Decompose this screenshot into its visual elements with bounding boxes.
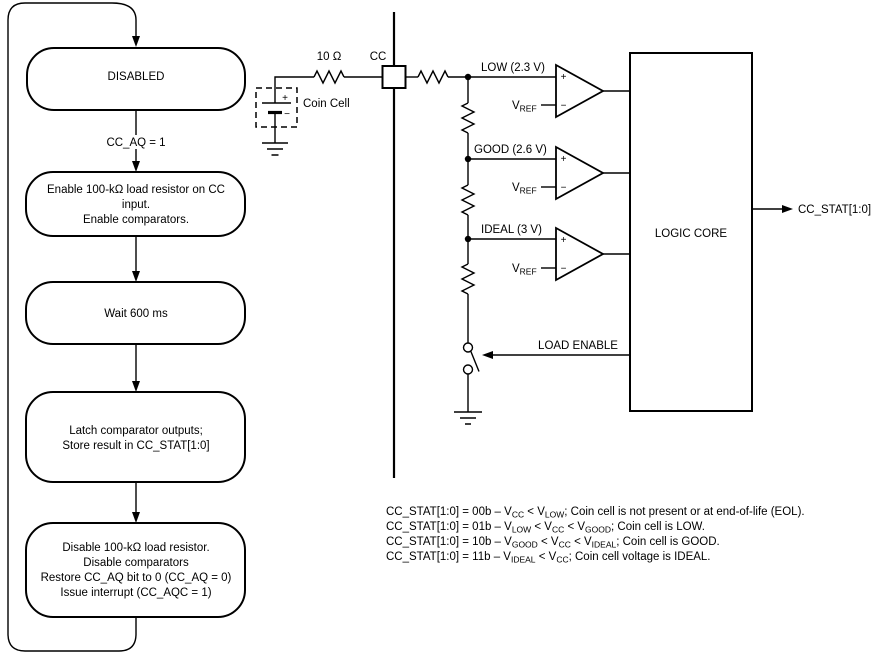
threshold-label-low: LOW (2.3 V) <box>481 62 545 74</box>
flow-arrowhead-icon <box>132 381 140 392</box>
comparator-icon <box>555 226 605 282</box>
flow-step-disable-line2: Disable comparators <box>83 557 189 569</box>
series-resistor-label: 10 Ω <box>317 51 342 63</box>
circuit-schematic: + − Coin Cell 10 Ω CC <box>255 12 871 478</box>
cc-stat-arrowhead-icon <box>782 205 793 213</box>
comparator-ideal: + − VREF <box>512 226 630 282</box>
cc-pin-box <box>381 65 407 89</box>
flow-step-enable-line2: input. <box>122 199 150 211</box>
transition-label-bg <box>102 135 170 149</box>
battery-wire <box>274 76 314 103</box>
load-enable-arrowhead-icon <box>482 351 493 359</box>
cc-pin-label: CC <box>370 51 387 63</box>
flow-step-enable-line3: Enable comparators. <box>83 214 189 226</box>
flow-step-enable-line1: Enable 100-kΩ load resistor on CC <box>47 184 225 196</box>
flow-step-latch-line1: Latch comparator outputs; <box>69 425 203 437</box>
comparator-low: + − VREF <box>512 63 630 119</box>
feedback-arrowhead-icon <box>132 36 140 47</box>
junction-dot <box>464 73 472 81</box>
notes: CC_STAT[1:0] = 00b – VCC < VLOW; Coin ce… <box>386 506 805 565</box>
divider-resistor-icon <box>460 184 476 216</box>
transition-label: CC_AQ = 1 <box>106 137 165 149</box>
vref-label: VREF <box>512 100 537 114</box>
battery-dashed-outline <box>255 87 298 128</box>
flow-step-latch-box <box>25 391 246 483</box>
flow-step-disable-line4: Issue interrupt (CC_AQC = 1) <box>60 587 211 599</box>
flow-arrowhead-icon <box>132 512 140 523</box>
flow-step-disable-line1: Disable 100-kΩ load resistor. <box>62 542 209 554</box>
junction-dot <box>464 155 472 163</box>
note-line-1: CC_STAT[1:0] = 00b – VCC < VLOW; Coin ce… <box>386 506 805 520</box>
internal-resistor-icon <box>417 69 449 85</box>
flow-step-latch-line2: Store result in CC_STAT[1:0] <box>62 440 209 452</box>
threshold-label-good: GOOD (2.6 V) <box>474 144 547 156</box>
ground-icon <box>454 411 482 425</box>
load-enable-label: LOAD ENABLE <box>538 340 618 352</box>
flow-step-disable-line3: Restore CC_AQ bit to 0 (CC_AQ = 0) <box>41 572 232 584</box>
flow-step-wait-label: Wait 600 ms <box>104 308 168 320</box>
flowchart: DISABLED CC_AQ = 1 Enable 100-kΩ load re… <box>7 2 246 652</box>
flow-step-disable-box <box>25 522 246 618</box>
comparator-minus-sign: − <box>561 183 567 194</box>
divider-resistor-icon <box>460 102 476 134</box>
comparator-icon <box>555 145 605 201</box>
flow-step-disabled-label: DISABLED <box>108 71 165 83</box>
series-resistor-icon <box>313 69 345 85</box>
divider-resistor-icon <box>460 263 476 295</box>
vref-label: VREF <box>512 263 537 277</box>
comparator-minus-sign: − <box>561 101 567 112</box>
note-line-4: CC_STAT[1:0] = 11b – VIDEAL < VCC; Coin … <box>386 551 711 565</box>
flow-arrowhead-icon <box>132 161 140 172</box>
comparator-minus-sign: − <box>561 264 567 275</box>
note-line-3: CC_STAT[1:0] = 10b – VGOOD < VCC < VIDEA… <box>386 536 720 550</box>
logic-core-box <box>629 52 753 412</box>
logic-core-label: LOGIC CORE <box>655 228 728 240</box>
feedback-loop-line <box>7 2 137 652</box>
resistor-divider <box>460 73 556 343</box>
cc-stat-output-label: CC_STAT[1:0] <box>798 204 871 216</box>
ground-icon <box>262 142 288 156</box>
comparator-plus-sign: + <box>561 154 567 165</box>
comparator-icon <box>555 63 605 119</box>
threshold-label-ideal: IDEAL (3 V) <box>481 224 542 236</box>
comparator-plus-sign: + <box>561 72 567 83</box>
note-line-2: CC_STAT[1:0] = 01b – VLOW < VCC < VGOOD;… <box>386 521 705 535</box>
battery-plus-sign: + <box>282 93 288 104</box>
coin-cell-label: Coin Cell <box>303 98 350 110</box>
flow-arrowhead-icon <box>132 271 140 282</box>
battery-minus-sign: − <box>284 109 290 120</box>
vref-label: VREF <box>512 182 537 196</box>
comparator-plus-sign: + <box>561 235 567 246</box>
comparator-good: + − VREF <box>512 145 630 201</box>
load-switch-icon <box>462 342 480 375</box>
junction-dot <box>464 235 472 243</box>
coin-cell: + − Coin Cell <box>255 76 350 156</box>
